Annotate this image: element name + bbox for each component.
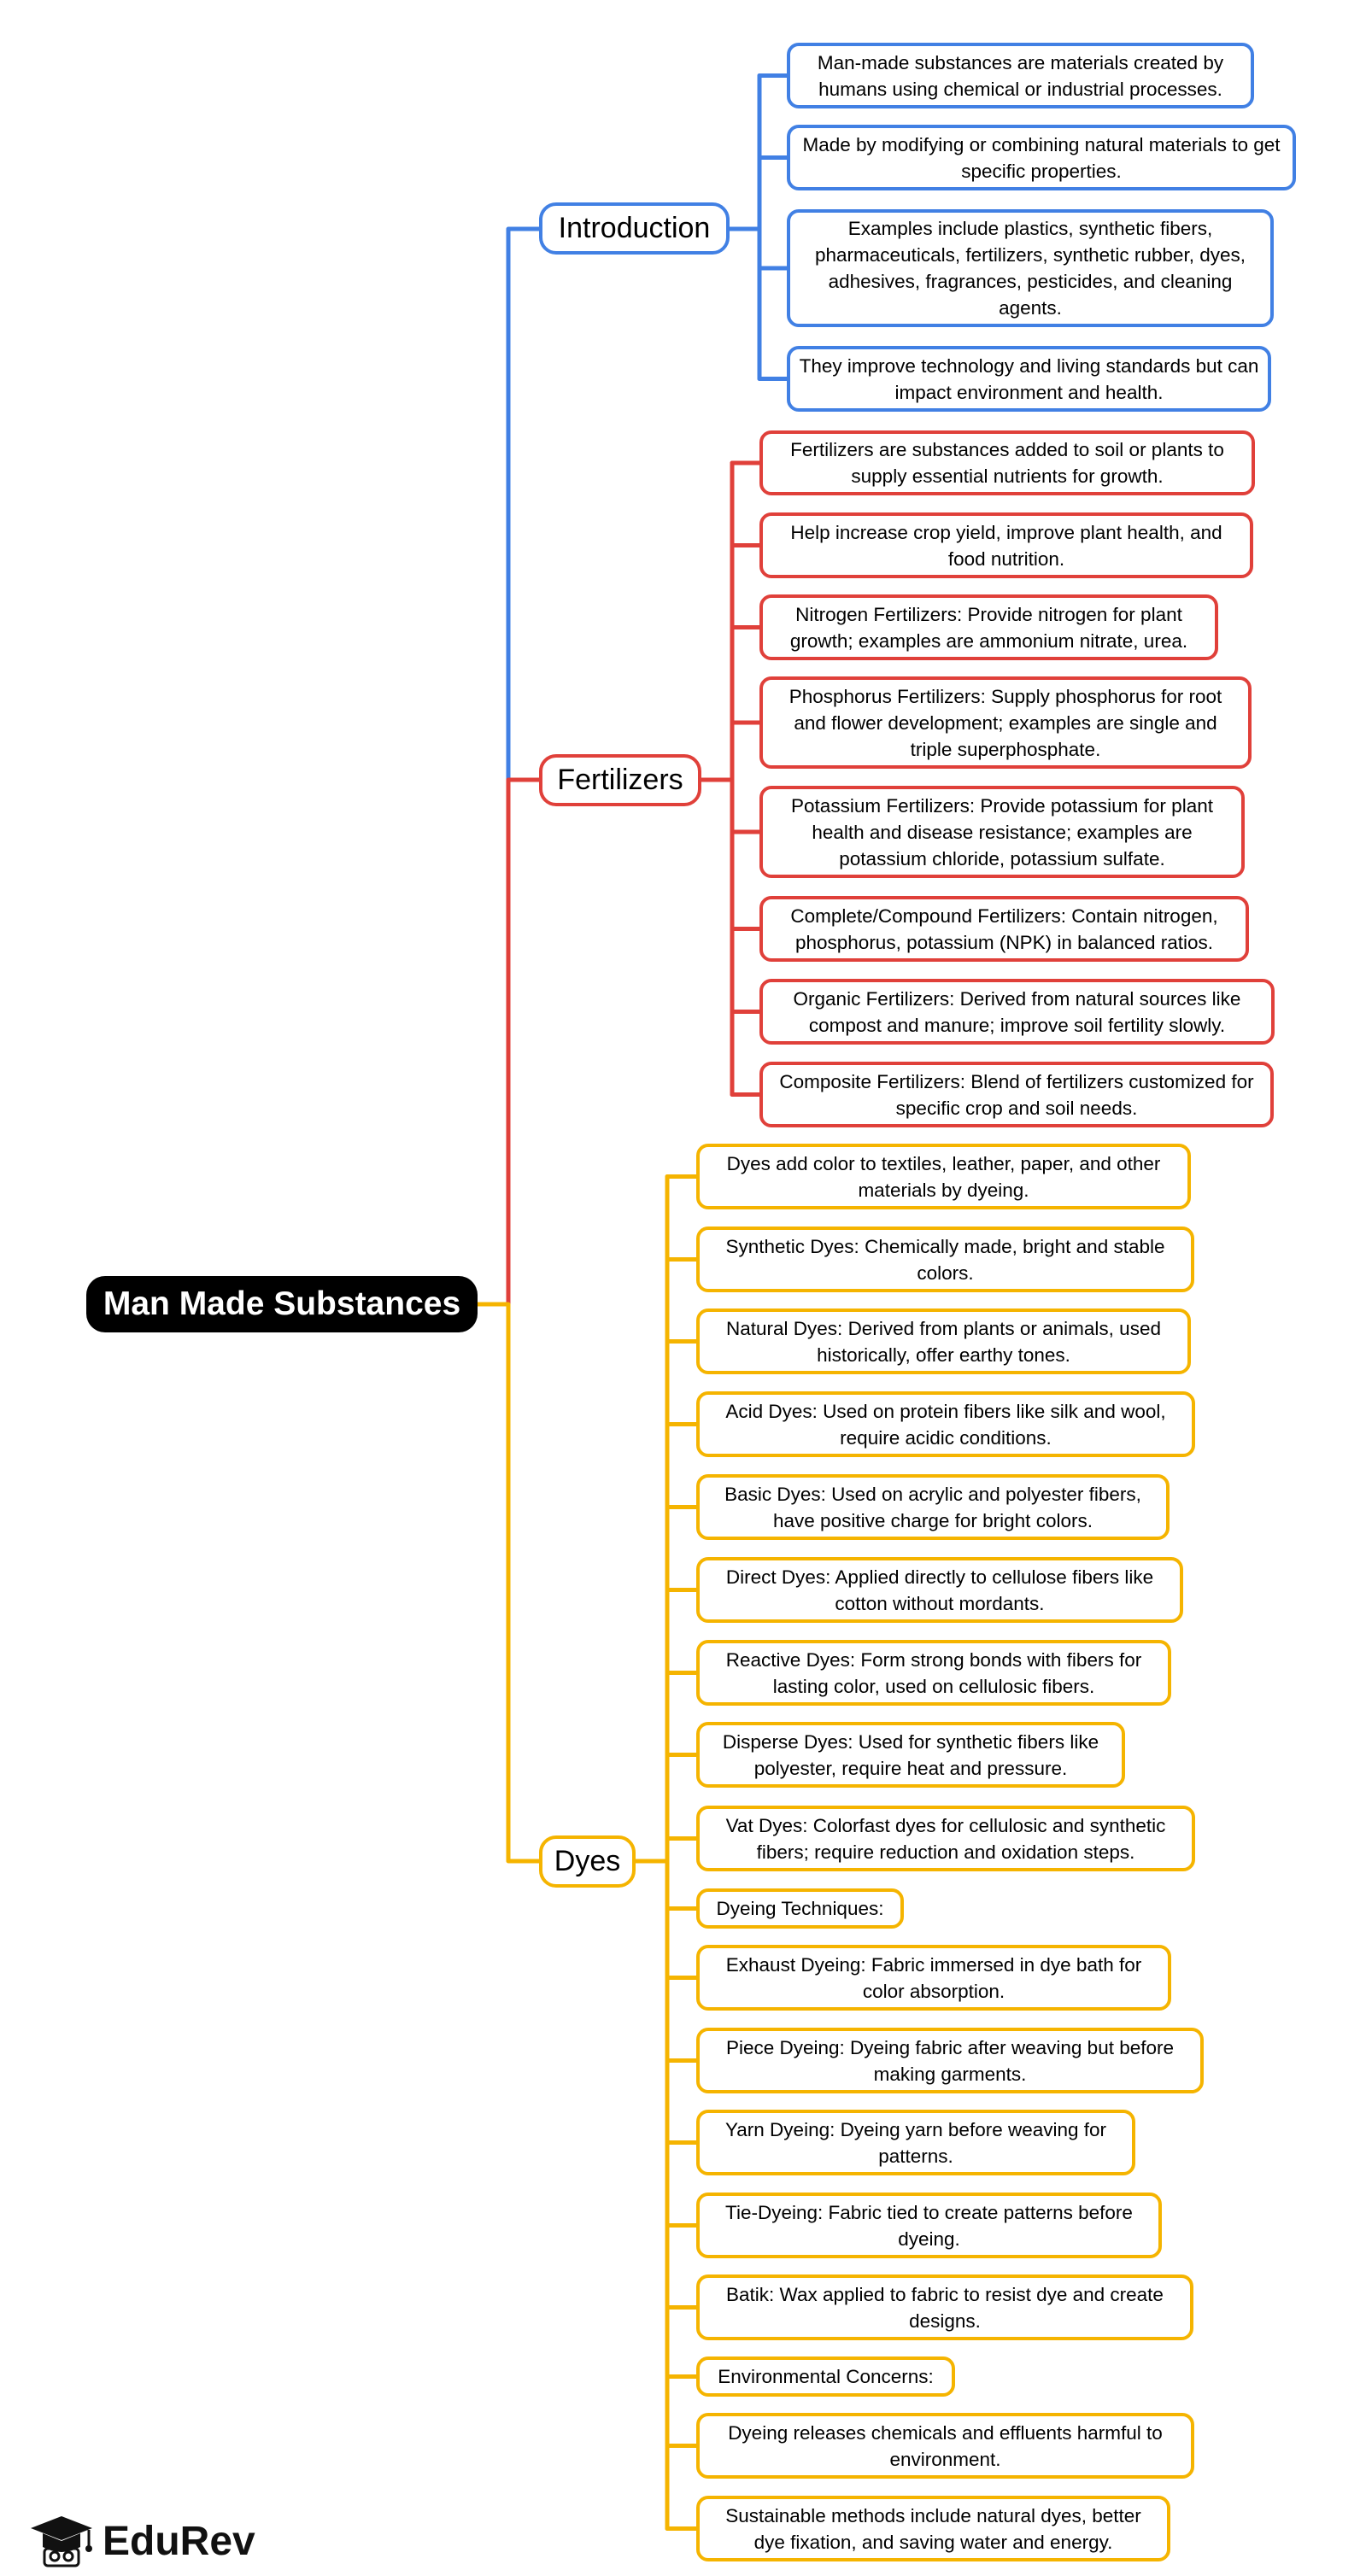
branch-introduction-label: Introduction	[558, 212, 711, 244]
dyes-item-text: Acid Dyes: Used on protein fibers like s…	[725, 1400, 1166, 1449]
dyes-item[interactable]: Natural Dyes: Derived from plants or ani…	[696, 1308, 1191, 1374]
dyes-item-text: Reactive Dyes: Form strong bonds with fi…	[725, 1648, 1142, 1697]
root-node: Man Made Substances	[86, 1276, 478, 1332]
branch-fertilizers[interactable]: Fertilizers	[539, 754, 701, 806]
root-to-fertilizers-line	[475, 777, 542, 1307]
fertilizers-item[interactable]: Organic Fertilizers: Derived from natura…	[759, 979, 1275, 1045]
introduction-item-text: They improve technology and living stand…	[799, 354, 1259, 403]
dyes-item[interactable]: Yarn Dyeing: Dyeing yarn before weaving …	[696, 2110, 1135, 2175]
dyes-item[interactable]: Sustainable methods include natural dyes…	[696, 2496, 1170, 2561]
dyes-item[interactable]: Batik: Wax applied to fabric to resist d…	[696, 2274, 1193, 2340]
introduction-item-text: Examples include plastics, synthetic fib…	[815, 218, 1246, 319]
dyes-item[interactable]: Piece Dyeing: Dyeing fabric after weavin…	[696, 2028, 1204, 2093]
fertilizers-item-text: Help increase crop yield, improve plant …	[790, 521, 1222, 570]
dyes-item-text: Direct Dyes: Applied directly to cellulo…	[725, 1566, 1154, 1614]
dyes-item-text: Sustainable methods include natural dyes…	[725, 2504, 1141, 2553]
dyes-item[interactable]: Basic Dyes: Used on acrylic and polyeste…	[696, 1474, 1170, 1540]
dyes-item-text: Dyeing Techniques:	[716, 1898, 884, 1919]
root-label: Man Made Substances	[103, 1285, 461, 1322]
dyes-item-text: Tie-Dyeing: Fabric tied to create patter…	[725, 2201, 1133, 2250]
dyes-item[interactable]: Disperse Dyes: Used for synthetic fibers…	[696, 1722, 1125, 1788]
dyes-item-text: Batik: Wax applied to fabric to resist d…	[726, 2283, 1164, 2332]
introduction-item-text: Made by modifying or combining natural m…	[802, 133, 1281, 182]
root-to-dyes-line	[475, 1302, 542, 1864]
branch-dyes[interactable]: Dyes	[539, 1835, 636, 1888]
fertilizers-item[interactable]: Phosphorus Fertilizers: Supply phosphoru…	[759, 676, 1252, 769]
dyes-item[interactable]: Exhaust Dyeing: Fabric immersed in dye b…	[696, 1945, 1171, 2011]
dyes-item-text: Dyes add color to textiles, leather, pap…	[726, 1152, 1161, 1201]
dyes-item-text: Synthetic Dyes: Chemically made, bright …	[725, 1235, 1165, 1284]
dyes-item-text: Environmental Concerns:	[718, 2366, 934, 2387]
logo-text: EduRev	[103, 2518, 255, 2564]
introduction-item[interactable]: Man-made substances are materials create…	[787, 43, 1254, 108]
dyes-item-text: Dyeing releases chemicals and effluents …	[728, 2421, 1163, 2470]
fertilizers-item-text: Organic Fertilizers: Derived from natura…	[793, 987, 1241, 1036]
dyes-item[interactable]: Dyeing releases chemicals and effluents …	[696, 2413, 1194, 2479]
fertilizers-item-text: Composite Fertilizers: Blend of fertiliz…	[779, 1070, 1254, 1119]
introduction-item[interactable]: Examples include plastics, synthetic fib…	[787, 209, 1274, 327]
introduction-item-text: Man-made substances are materials create…	[817, 51, 1224, 100]
dyes-item-text: Natural Dyes: Derived from plants or ani…	[726, 1317, 1161, 1366]
dyes-item-text: Basic Dyes: Used on acrylic and polyeste…	[724, 1483, 1141, 1531]
dyes-item[interactable]: Vat Dyes: Colorfast dyes for cellulosic …	[696, 1806, 1195, 1871]
branch-introduction[interactable]: Introduction	[539, 202, 730, 255]
edurev-logo: EduRev	[26, 2513, 273, 2569]
fertilizers-item[interactable]: Potassium Fertilizers: Provide potassium…	[759, 786, 1245, 878]
fertilizers-item-text: Potassium Fertilizers: Provide potassium…	[791, 794, 1213, 869]
introduction-item[interactable]: They improve technology and living stand…	[787, 346, 1271, 412]
dyes-item-text: Piece Dyeing: Dyeing fabric after weavin…	[725, 2036, 1175, 2085]
dyes-item[interactable]: Direct Dyes: Applied directly to cellulo…	[696, 1557, 1183, 1623]
dyes-item-text: Vat Dyes: Colorfast dyes for cellulosic …	[725, 1814, 1166, 1863]
dyes-item[interactable]: Synthetic Dyes: Chemically made, bright …	[696, 1227, 1194, 1292]
dyes-item-text: Disperse Dyes: Used for synthetic fibers…	[722, 1730, 1099, 1779]
fertilizers-item-text: Fertilizers are substances added to soil…	[790, 439, 1224, 487]
dyes-item[interactable]: Tie-Dyeing: Fabric tied to create patter…	[696, 2193, 1162, 2258]
dyes-item[interactable]: Environmental Concerns:	[696, 2356, 955, 2397]
branch-fertilizers-label: Fertilizers	[557, 764, 683, 796]
fertilizers-item[interactable]: Fertilizers are substances added to soil…	[759, 430, 1255, 495]
fertilizers-item-text: Phosphorus Fertilizers: Supply phosphoru…	[789, 685, 1222, 760]
fertilizers-item[interactable]: Composite Fertilizers: Blend of fertiliz…	[759, 1062, 1274, 1127]
dyes-item[interactable]: Dyeing Techniques:	[696, 1888, 904, 1929]
graduation-cap-icon	[31, 2516, 92, 2567]
dyes-item-text: Exhaust Dyeing: Fabric immersed in dye b…	[725, 1953, 1142, 2002]
fertilizers-item[interactable]: Nitrogen Fertilizers: Provide nitrogen f…	[759, 594, 1218, 660]
dyes-item[interactable]: Acid Dyes: Used on protein fibers like s…	[696, 1391, 1195, 1457]
fertilizers-item-text: Complete/Compound Fertilizers: Contain n…	[790, 905, 1218, 953]
branch-dyes-label: Dyes	[554, 1845, 621, 1877]
introduction-item[interactable]: Made by modifying or combining natural m…	[787, 125, 1296, 190]
fertilizers-item[interactable]: Complete/Compound Fertilizers: Contain n…	[759, 896, 1249, 962]
dyes-item[interactable]: Dyes add color to textiles, leather, pap…	[696, 1144, 1191, 1209]
fertilizers-item[interactable]: Help increase crop yield, improve plant …	[759, 512, 1253, 578]
dyes-item-text: Yarn Dyeing: Dyeing yarn before weaving …	[724, 2118, 1107, 2167]
dyes-item[interactable]: Reactive Dyes: Form strong bonds with fi…	[696, 1640, 1171, 1706]
fertilizers-item-text: Nitrogen Fertilizers: Provide nitrogen f…	[789, 603, 1188, 652]
